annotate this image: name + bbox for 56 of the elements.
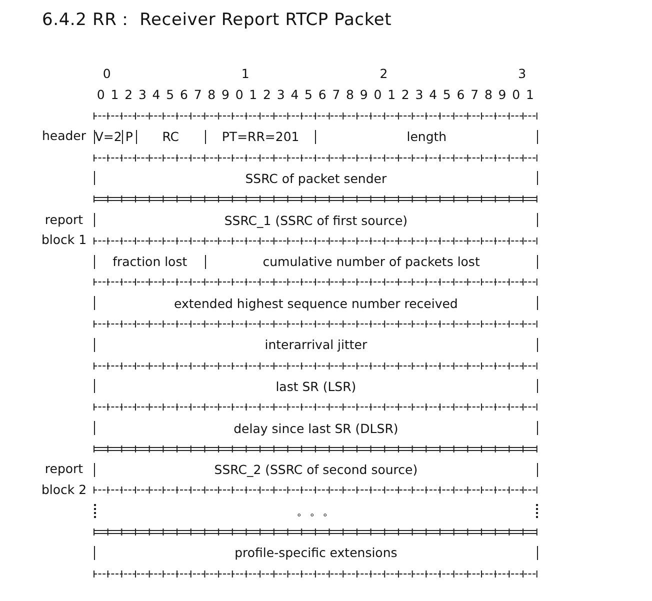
bit-number: 7	[470, 86, 480, 104]
bit-number: 3	[414, 86, 424, 104]
packet-field: fraction lost	[94, 254, 205, 269]
bit-number: 8	[483, 86, 494, 104]
bit-number: 3	[517, 65, 528, 83]
bit-number: 5	[442, 86, 452, 104]
bit-number: 4	[428, 86, 438, 104]
packet-field: V=2	[94, 130, 122, 144]
bit-number: 0	[234, 86, 244, 104]
packet-field: SSRC of packet sender	[94, 171, 538, 186]
bit-number: 2	[378, 65, 389, 83]
bit-number: 4	[151, 86, 162, 104]
packet-field: 。。。	[94, 504, 538, 518]
bit-number: 5	[165, 86, 176, 104]
bit-number: 2	[124, 86, 134, 104]
packet-field: interarrival jitter	[94, 338, 538, 352]
packet-field: RC	[136, 130, 205, 144]
row-label: report block 2	[40, 460, 88, 499]
bit-number: 0	[511, 86, 522, 104]
packet-field: P	[122, 130, 136, 144]
bit-number: 1	[386, 86, 397, 104]
bit-number: 5	[304, 86, 314, 104]
bit-number: 1	[240, 65, 250, 83]
bit-number: 6	[456, 86, 466, 104]
packet-field: last SR (LSR)	[94, 379, 538, 394]
bit-number: 7	[331, 86, 342, 104]
bit-number: 4	[290, 86, 300, 104]
packet-field: extended highest sequence number received	[94, 296, 538, 310]
bit-number: 3	[137, 86, 148, 104]
packet-field: profile-specific extensions	[94, 546, 538, 560]
bit-number: 3	[276, 86, 286, 104]
bit-number: 0	[372, 86, 383, 104]
bit-number: 9	[497, 86, 508, 104]
bit-number: 9	[220, 86, 230, 104]
packet-field: delay since last SR (DLSR)	[94, 421, 538, 435]
bit-number: 1	[524, 86, 535, 104]
packet-field: SSRC_2 (SSRC of second source)	[94, 462, 538, 477]
title: 6.4.2 RR： Receiver Report RTCP Packet	[42, 9, 392, 31]
row-label: report block 1	[40, 210, 88, 250]
packet-field: SSRC_1 (SSRC of first source)	[94, 213, 538, 227]
bit-number: 2	[262, 86, 272, 104]
row-label: header	[40, 127, 88, 146]
bit-number: 8	[345, 86, 355, 104]
bit-number: 8	[206, 86, 217, 104]
bit-number: 9	[358, 86, 369, 104]
bit-number: 0	[102, 65, 112, 83]
bit-number: 6	[317, 86, 328, 104]
bit-number: 6	[178, 86, 189, 104]
bit-number: 1	[248, 86, 258, 104]
packet-field: length	[315, 130, 538, 144]
bit-number: 2	[400, 86, 410, 104]
packet-field: PT=RR=201	[204, 130, 316, 144]
bit-number: 7	[192, 86, 203, 104]
bit-number: 1	[110, 86, 120, 104]
packet-field: cumulative number of packets lost	[204, 254, 538, 269]
bit-number: 0	[96, 86, 106, 104]
